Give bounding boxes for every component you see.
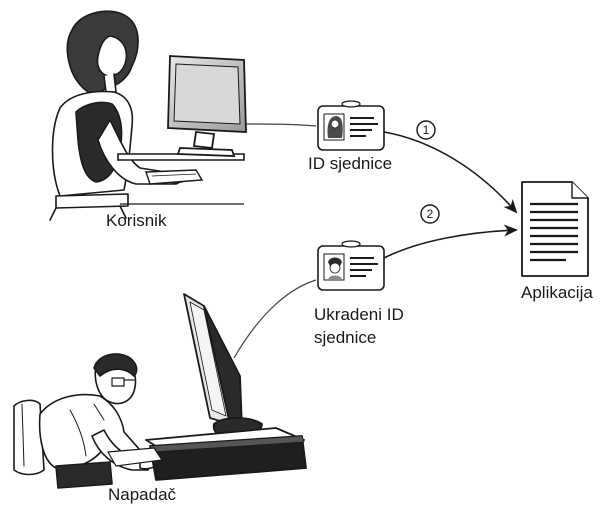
application-label: Aplikacija [521,283,593,302]
user-figure [49,10,189,221]
user-label: Korisnik [106,211,167,230]
step-number-1: 1 [422,123,430,137]
stolen-id-card-icon [317,240,385,291]
stolen-id-label-line1: Ukradeni ID [314,305,404,324]
user-monitor-icon [145,55,247,185]
attacker-label: Napadač [108,485,177,504]
stolen-id-label-line2: sjednice [314,328,377,347]
session-id-card-icon [317,100,385,151]
arrow-step-1 [383,131,518,214]
step-number-2: 2 [426,207,434,221]
connector-user-to-card [245,123,317,127]
attacker-figure [13,353,161,489]
session-id-label: ID sjednice [308,154,393,173]
arrow-step-2 [383,224,518,259]
connector-card-to-attacker [233,279,317,359]
application-document-icon [521,181,589,277]
step-badge-2 [420,204,440,224]
attacker-computer-icon [107,293,307,481]
step-badge-1 [416,120,436,140]
